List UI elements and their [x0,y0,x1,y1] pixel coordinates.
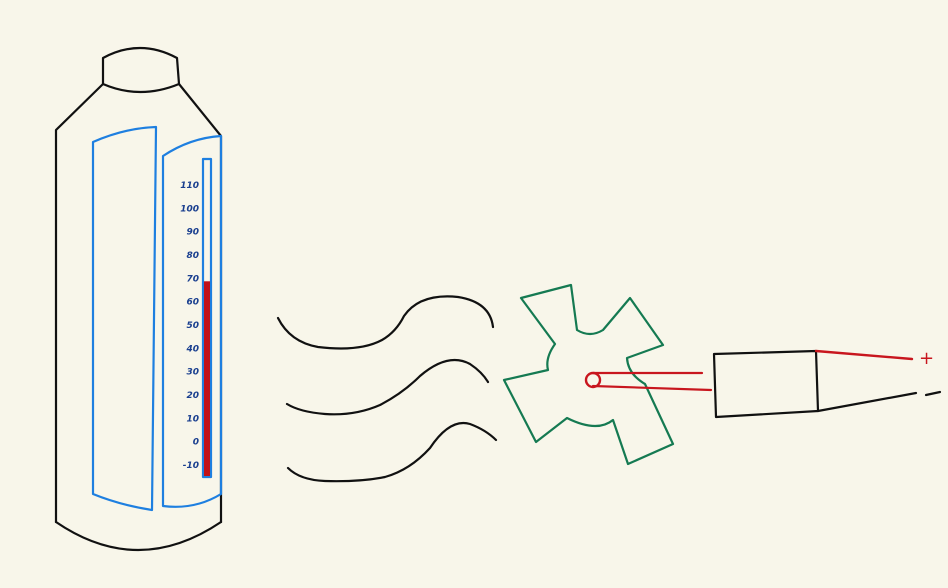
scale-label: 60 [186,298,199,308]
scale-label: 40 [185,344,199,354]
motor-taper [816,391,918,413]
scale-label: 50 [186,321,199,331]
bottle-bottom [54,520,223,552]
positive-wire [814,349,914,361]
bottle-shoulder-left [54,82,105,524]
scale-label: -10 [183,461,199,471]
scale-label: 20 [186,391,199,401]
thermometer-panels [91,125,223,512]
left-panel [91,125,158,512]
motor-body [712,349,820,419]
scale-label: 70 [186,274,199,284]
heat-waves [276,295,498,483]
motor: + [712,348,942,419]
motor-shaft [591,371,713,392]
fan [502,283,675,466]
bottle-cap [101,47,181,94]
heat-wave-1 [276,295,495,350]
heat-wave-3 [286,421,498,483]
scale-label: 100 [180,204,199,214]
heat-wave-2 [285,358,490,416]
scale-label: 90 [186,228,199,238]
shaft-line-bottom [591,384,713,392]
mercury-column [204,281,210,476]
scale-label: 80 [186,251,199,261]
right-panel [161,134,223,508]
positive-terminal-label: + [919,348,934,369]
bottle-shoulder-right [177,82,223,524]
fan-hub [584,371,602,389]
scale-label: 30 [186,368,199,378]
scale-label: 110 [180,181,199,191]
fan-blades [502,283,675,466]
scale-label: 0 [193,438,199,448]
scale-label: 10 [186,414,199,424]
thermometer-tube [201,157,213,479]
negative-terminal-lead [924,390,942,397]
